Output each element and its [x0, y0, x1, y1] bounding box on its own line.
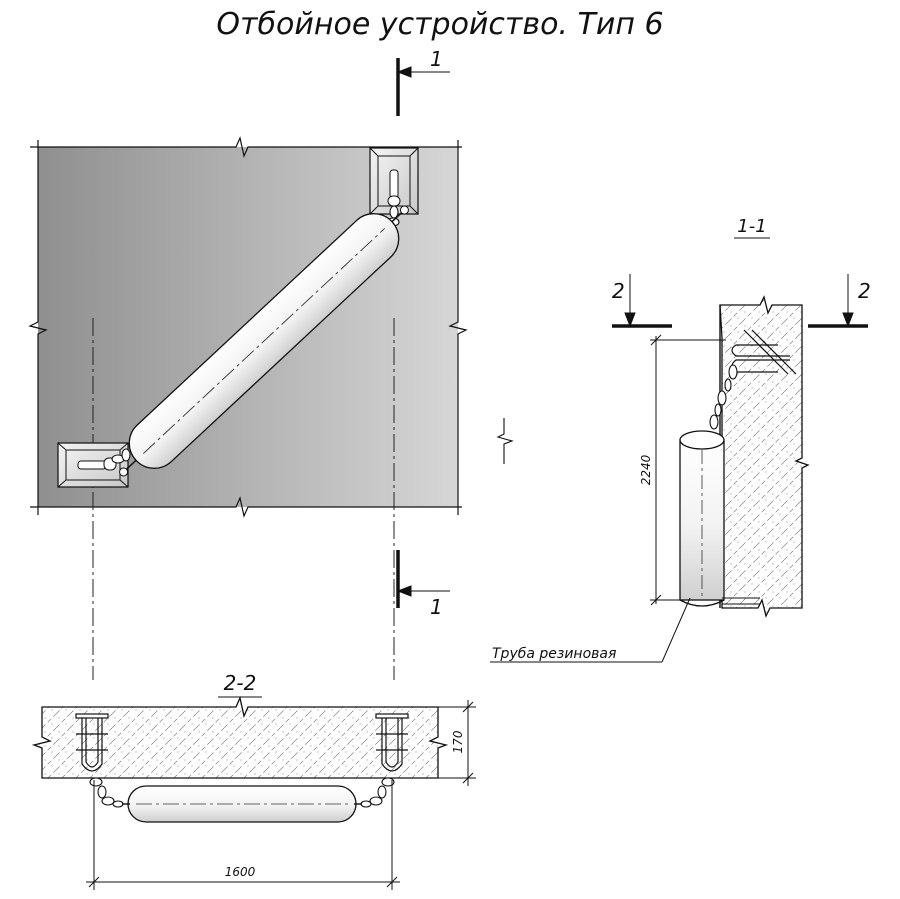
- pipe-callout-label: Труба резиновая: [492, 646, 616, 662]
- plan-break-top: [30, 136, 462, 158]
- section-mark-1-top: [396, 58, 450, 116]
- embed-plate-bottom: [57, 442, 129, 488]
- cut-mark-2-right-label: 2: [858, 279, 871, 303]
- slab-anchor-left: [75, 713, 109, 772]
- section-1-1-chain: [709, 364, 738, 430]
- plan-rubber-pipe: [119, 205, 409, 477]
- cut-mark-2-right: [808, 274, 868, 328]
- pipe-callout-leader: [490, 597, 691, 663]
- cut-mark-2-left: [612, 274, 672, 328]
- drawing-title: Отбойное устройство. Тип 6: [216, 7, 663, 42]
- section-2-2-pipe: [122, 785, 362, 823]
- height-dimension-label: 2240: [639, 454, 653, 485]
- plan-view: 1 1: [28, 47, 514, 680]
- height-dimension: [650, 334, 726, 606]
- section-2-2: 2-2: [31, 671, 476, 890]
- section-mark-1-top-label: 1: [430, 47, 443, 71]
- plan-break-bottom: [30, 496, 462, 518]
- wall-section: [719, 295, 810, 618]
- section-1-1-label: 1-1: [737, 216, 766, 237]
- section-1-1-pipe: [679, 430, 725, 607]
- section-mark-1-bottom-label: 1: [430, 595, 443, 619]
- section-2-2-label: 2-2: [224, 671, 257, 695]
- section-1-1: 1-1: [490, 216, 871, 663]
- section-2-2-chain-right: [360, 777, 395, 808]
- plan-chain-bottom: [111, 448, 131, 464]
- thickness-dimension: [436, 700, 476, 786]
- plan-break-left: [28, 140, 48, 515]
- cut-mark-2-left-label: 2: [612, 279, 625, 303]
- embed-plate-top: [369, 147, 419, 215]
- width-dimension-label: 1600: [225, 865, 256, 879]
- section-mark-1-bottom: [396, 550, 450, 608]
- bottom-anchor: [722, 597, 760, 605]
- slab-section: [31, 695, 449, 779]
- section-2-2-chain-left: [89, 777, 124, 808]
- thickness-dimension-label: 170: [451, 730, 465, 753]
- break-symbol: [496, 418, 514, 464]
- plan-break-right: [448, 140, 468, 515]
- slab-anchor-right: [375, 713, 409, 772]
- width-dimension: [86, 780, 400, 890]
